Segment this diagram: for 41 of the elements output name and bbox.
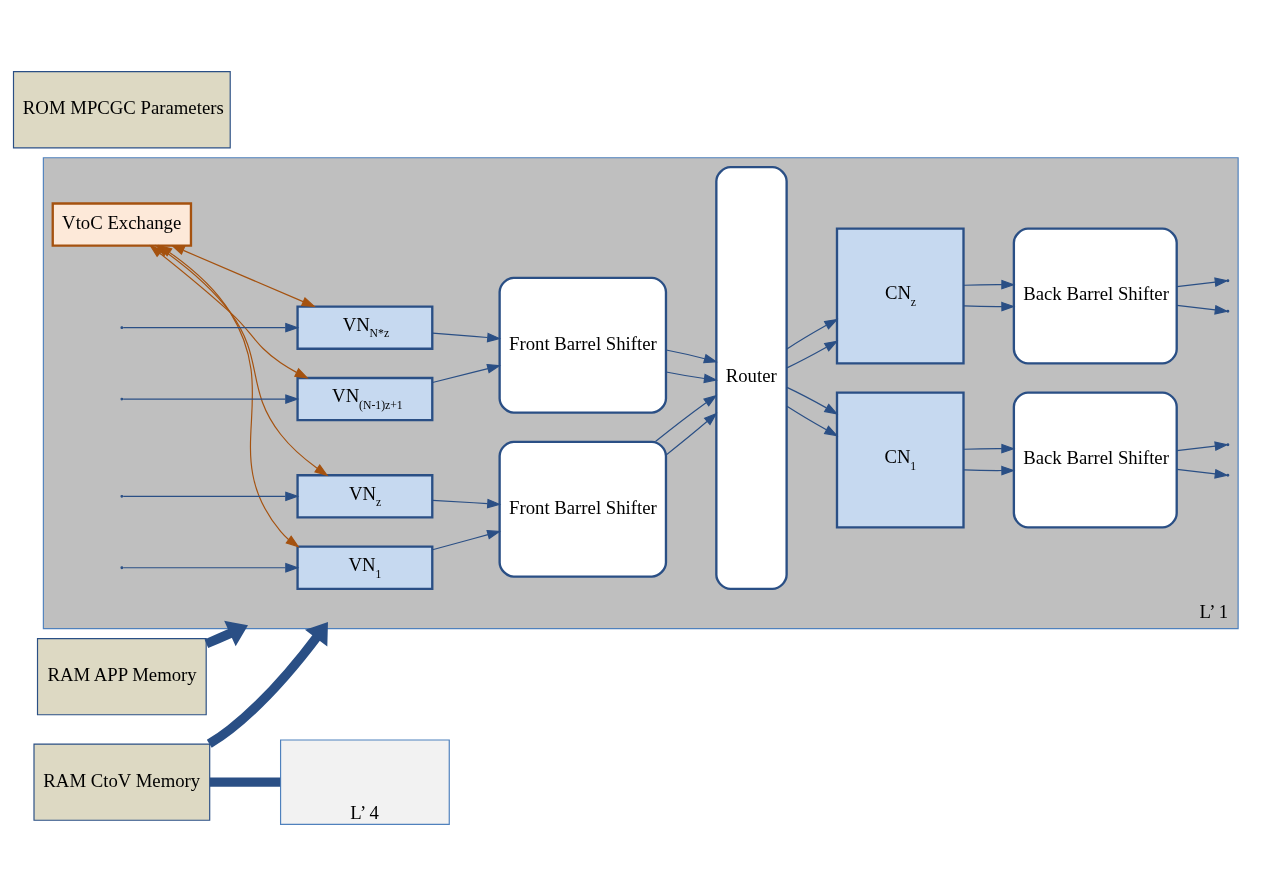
arrow <box>963 443 1016 453</box>
node-box: CN$_{z}$ <box>835 227 965 365</box>
arrow <box>122 393 300 404</box>
node-box: VN$_{z}$ <box>296 473 434 519</box>
arrow <box>786 318 839 349</box>
arrow <box>431 331 502 342</box>
node-box: VN$_{N*z}$ <box>296 304 434 350</box>
arrow <box>665 370 718 383</box>
node-box: Front Barrel Shifter <box>498 276 668 414</box>
arrow <box>431 529 502 550</box>
node-box: Router <box>715 165 788 590</box>
connector <box>209 776 281 787</box>
arrow <box>170 244 316 307</box>
node-box: Front Barrel Shifter <box>498 440 668 578</box>
arrow <box>963 301 1016 311</box>
arrow <box>431 363 502 383</box>
arrow <box>204 620 248 648</box>
arrow <box>665 411 718 455</box>
node-box: VN$_{1}$ <box>296 545 434 590</box>
arrow <box>963 279 1016 289</box>
arrow <box>122 562 300 573</box>
node-box: Back Barrel Shifter <box>1012 227 1178 365</box>
arrow <box>786 405 839 436</box>
arrow <box>431 498 502 508</box>
node-box: VN$_{(N-1)z+1}$ <box>296 376 434 421</box>
arrow <box>206 621 328 748</box>
node-box: RAM CtoV Memory <box>33 743 211 821</box>
arrow <box>122 322 300 333</box>
arrow <box>786 386 839 415</box>
node-box: ROM MPCGC Parameters <box>12 70 231 148</box>
node-box: CN$_{1}$ <box>835 390 965 529</box>
node-box: Back Barrel Shifter <box>1012 390 1178 529</box>
arrow <box>158 244 300 548</box>
node-box: VtoC Exchange <box>51 201 193 247</box>
arrow <box>963 465 1016 475</box>
arrow <box>122 490 300 501</box>
arrow <box>665 348 718 363</box>
node-box: L’ 4 <box>280 738 450 825</box>
node-box: RAM APP Memory <box>36 637 207 715</box>
arrow <box>654 394 718 442</box>
arrow <box>786 339 839 368</box>
